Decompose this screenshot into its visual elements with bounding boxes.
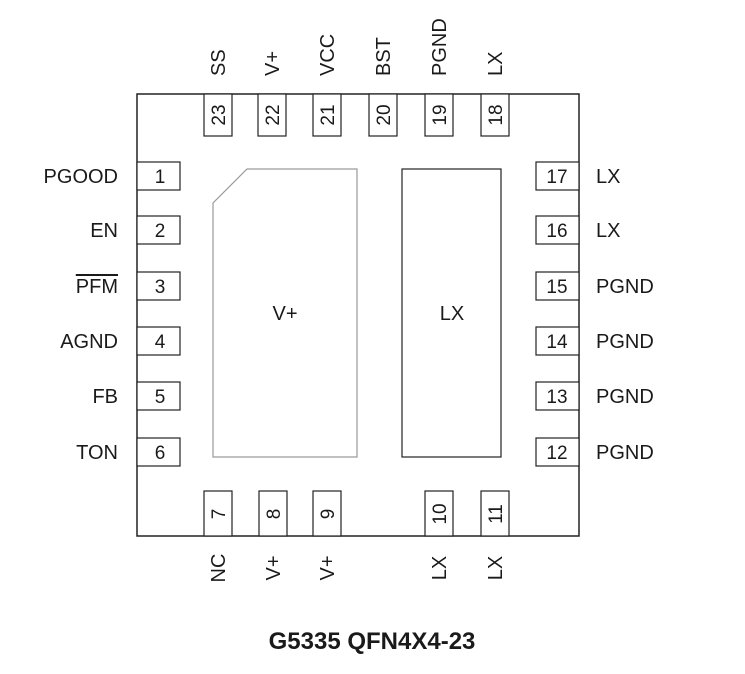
pin-19-pad bbox=[424, 93, 454, 137]
pin-5-label: FB bbox=[92, 386, 118, 408]
pad-label-vplus: V+ bbox=[272, 303, 297, 325]
pin-5-number: 5 bbox=[155, 387, 166, 408]
pin-17-label: LX bbox=[596, 166, 620, 188]
pin-group: 1PGOOD2EN3PFM4AGND5FB6TON7NC8V+9V+10LX11… bbox=[44, 18, 654, 582]
pin-2-number: 2 bbox=[155, 221, 166, 242]
pin-4-pad bbox=[136, 326, 181, 356]
pin-12-pad bbox=[535, 437, 580, 467]
pin-6-label: TON bbox=[76, 442, 118, 464]
pin-12-number: 12 bbox=[546, 443, 567, 464]
pin-4-label: AGND bbox=[60, 331, 118, 353]
pin-3-number: 3 bbox=[155, 277, 166, 298]
pin-16-number: 16 bbox=[546, 221, 567, 242]
pin-17-number: 17 bbox=[546, 167, 567, 188]
pin-11-label: LX bbox=[485, 556, 507, 580]
pin-22-label: V+ bbox=[262, 51, 284, 76]
package-caption: G5335 QFN4X4-23 bbox=[269, 628, 476, 655]
pin-23-number: 23 bbox=[209, 104, 230, 125]
pin-21-pad bbox=[312, 93, 342, 137]
pin-17-pad bbox=[535, 161, 580, 191]
exposed-pad-vplus bbox=[212, 168, 358, 458]
pin-13-label: PGND bbox=[596, 386, 654, 408]
pad-label-lx: LX bbox=[440, 303, 464, 325]
pin-22-number: 22 bbox=[263, 104, 284, 125]
pin-10-pad bbox=[424, 490, 454, 537]
pin-22-pad bbox=[257, 93, 287, 137]
pin-18-number: 18 bbox=[486, 104, 507, 125]
pin-6-pad bbox=[136, 437, 181, 467]
pin-15-label: PGND bbox=[596, 276, 654, 298]
pin-14-number: 14 bbox=[546, 332, 568, 353]
pin-13-pad bbox=[535, 381, 580, 411]
pin-12-label: PGND bbox=[596, 442, 654, 464]
pin-19-number: 19 bbox=[430, 104, 451, 125]
pin-23-label: SS bbox=[208, 49, 230, 76]
pin-3-pad bbox=[136, 271, 181, 301]
pin-11-number: 11 bbox=[486, 504, 507, 524]
pin-21-number: 21 bbox=[318, 104, 339, 125]
pin-9-pad bbox=[312, 490, 342, 537]
pin-8-pad bbox=[258, 490, 288, 537]
exposed-pad-lx bbox=[401, 168, 502, 458]
pin-11-pad bbox=[480, 490, 510, 537]
pin-16-label: LX bbox=[596, 220, 620, 242]
pin-14-pad bbox=[535, 326, 580, 356]
pin-20-number: 20 bbox=[374, 104, 395, 125]
pin-18-label: LX bbox=[485, 52, 507, 76]
package-body bbox=[136, 93, 580, 537]
pin-2-pad bbox=[136, 215, 181, 245]
pin-13-number: 13 bbox=[546, 387, 567, 408]
pin-14-label: PGND bbox=[596, 331, 654, 353]
pin-8-label: V+ bbox=[263, 555, 285, 580]
pin-5-pad bbox=[136, 381, 181, 411]
pin-3-label: PFM bbox=[76, 276, 118, 298]
pin-10-number: 10 bbox=[430, 503, 451, 524]
pin-18-pad bbox=[480, 93, 510, 137]
pin-9-label: V+ bbox=[317, 555, 339, 580]
pin-1-label: PGOOD bbox=[44, 166, 118, 188]
pin-20-label: BST bbox=[373, 37, 395, 76]
pin-23-pad bbox=[203, 93, 233, 137]
pin-4-number: 4 bbox=[155, 332, 166, 353]
pin-7-label: NC bbox=[208, 554, 230, 583]
pin-9-number: 9 bbox=[318, 509, 339, 520]
pin-21-label: VCC bbox=[317, 34, 339, 76]
pin-1-number: 1 bbox=[155, 167, 166, 188]
pin-7-pad bbox=[203, 490, 233, 537]
pin-8-number: 8 bbox=[264, 509, 285, 520]
pin-10-label: LX bbox=[429, 556, 451, 580]
pin-20-pad bbox=[368, 93, 398, 137]
pin-19-label: PGND bbox=[429, 18, 451, 76]
pin-15-number: 15 bbox=[546, 277, 567, 298]
pin-1-pad bbox=[136, 161, 181, 191]
pin-7-number: 7 bbox=[209, 509, 230, 520]
pin-16-pad bbox=[535, 215, 580, 245]
pin-15-pad bbox=[535, 271, 580, 301]
pin-6-number: 6 bbox=[155, 443, 166, 464]
pin-2-label: EN bbox=[90, 220, 118, 242]
